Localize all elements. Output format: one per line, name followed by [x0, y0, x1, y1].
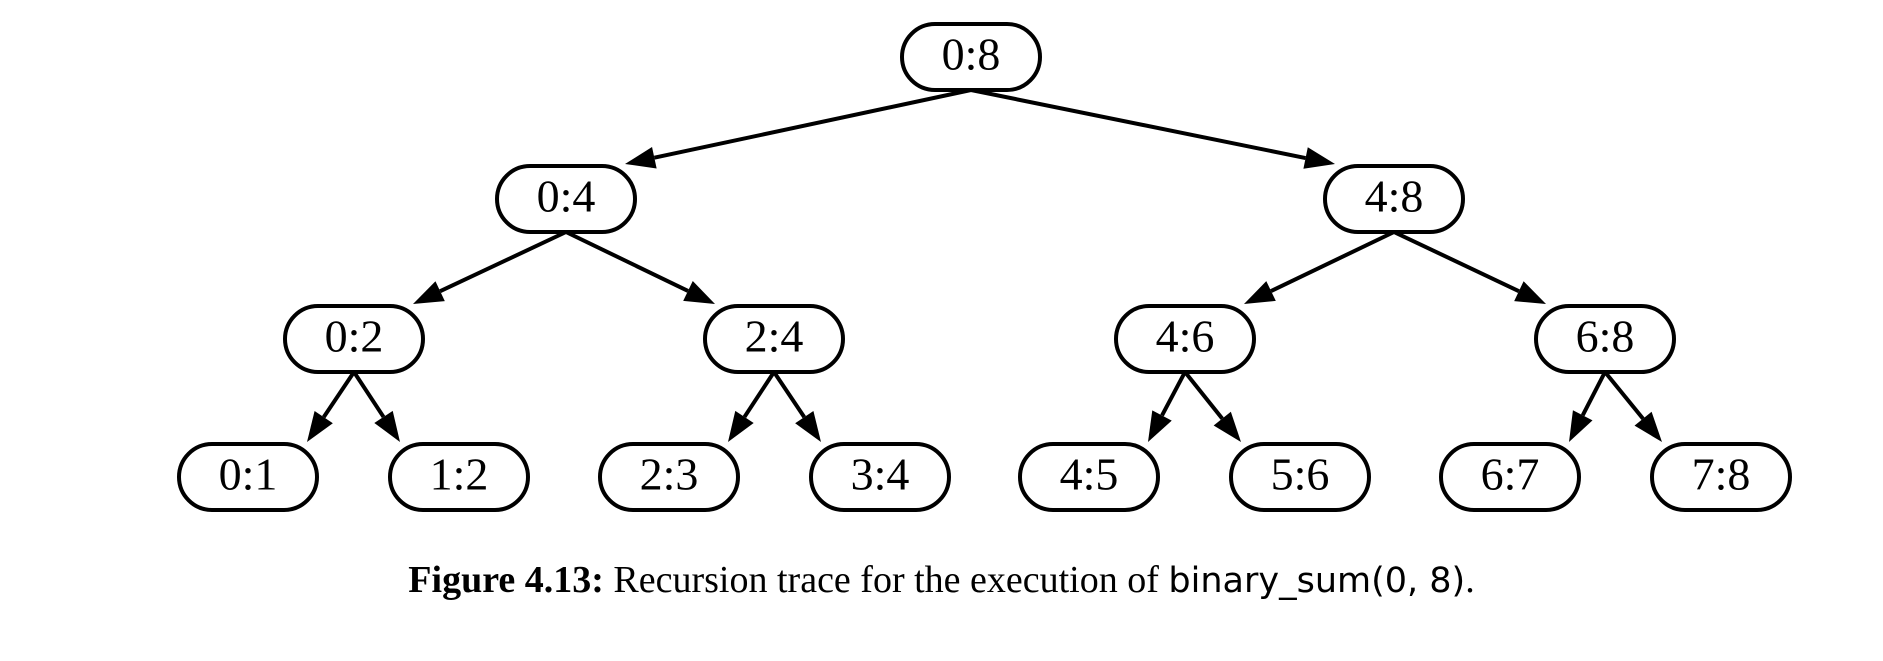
tree-node-label: 0:8	[942, 29, 1001, 80]
tree-node-0-4: 0:4	[495, 164, 637, 234]
tree-node-label: 2:3	[640, 449, 699, 500]
tree-edge	[772, 370, 806, 419]
tree-node-label: 4:5	[1060, 449, 1119, 500]
tree-node-0-1: 0:1	[177, 442, 319, 512]
tree-node-shape	[1439, 442, 1581, 512]
figure-number: Figure 4.13:	[408, 559, 604, 601]
tree-node-label: 6:8	[1576, 311, 1635, 362]
tree-node-label: 4:8	[1365, 171, 1424, 222]
tree-node-label: 2:4	[745, 311, 804, 362]
tree-node-label: 7:8	[1692, 449, 1751, 500]
tree-node-0-2: 0:2	[283, 304, 425, 374]
tree-edge-arrowhead	[795, 410, 821, 442]
caption-text-before: Recursion trace for the execution of	[603, 559, 1169, 601]
tree-node-4-8: 4:8	[1323, 164, 1465, 234]
tree-node-shape	[495, 164, 637, 234]
tree-edge-arrowhead	[1514, 281, 1546, 304]
tree-node-6-8: 6:8	[1534, 304, 1676, 374]
tree-node-label: 0:4	[537, 171, 596, 222]
tree-node-shape	[1114, 304, 1256, 374]
tree-edge	[352, 370, 386, 419]
tree-node-4-6: 4:6	[1114, 304, 1256, 374]
tree-edge	[1580, 371, 1607, 417]
tree-edge	[439, 230, 567, 294]
tree-edge-arrowhead	[683, 281, 715, 304]
tree-node-4-5: 4:5	[1018, 442, 1160, 512]
tree-node-3-4: 3:4	[809, 442, 951, 512]
recursion-tree-diagram: 0:8 0:4 4:8 0:2 2:4 4:6 6:8 0:1 1:2 2:3 3:4 4:5 5:6 6…	[177, 22, 1792, 512]
tree-node-shape	[1323, 164, 1465, 234]
tree-node-2-4: 2:4	[703, 304, 845, 374]
tree-node-shape	[283, 304, 425, 374]
tree-edge	[1183, 370, 1224, 420]
tree-edge	[1603, 370, 1645, 420]
tree-edge	[322, 370, 356, 419]
tree-edge-arrowhead	[1244, 281, 1276, 304]
tree-node-label: 6:7	[1481, 449, 1540, 500]
tree-node-label: 4:6	[1156, 311, 1215, 362]
tree-edge	[1393, 230, 1520, 293]
tree-edges-layer	[307, 88, 1662, 442]
tree-node-shape	[1018, 442, 1160, 512]
tree-node-0-8: 0:8	[900, 22, 1042, 92]
tree-node-shape	[1534, 304, 1676, 374]
tree-node-shape	[809, 442, 951, 512]
tree-edge	[1160, 371, 1187, 417]
tree-edge	[970, 88, 1306, 160]
tree-node-label: 5:6	[1271, 449, 1330, 500]
tree-node-label: 3:4	[851, 449, 910, 500]
figure-caption: Figure 4.13: Recursion trace for the exe…	[0, 556, 1883, 605]
tree-node-2-3: 2:3	[598, 442, 740, 512]
tree-edge	[653, 88, 972, 160]
tree-node-shape	[703, 304, 845, 374]
tree-node-shape	[1650, 442, 1792, 512]
tree-edge-arrowhead	[307, 410, 333, 442]
tree-node-shape	[900, 22, 1042, 92]
tree-edge-arrowhead	[374, 410, 400, 442]
tree-edge-arrowhead	[625, 146, 657, 169]
tree-node-1-2: 1:2	[388, 442, 530, 512]
caption-text-after: .	[1465, 559, 1475, 601]
tree-node-label: 0:1	[219, 449, 278, 500]
tree-node-label: 0:2	[325, 311, 384, 362]
tree-edge-arrowhead	[1303, 147, 1335, 169]
tree-nodes-layer: 0:8 0:4 4:8 0:2 2:4 4:6 6:8 0:1 1:2 2:3 3:4 4:5 5:6 6…	[177, 22, 1792, 512]
tree-node-shape	[598, 442, 740, 512]
tree-node-5-6: 5:6	[1229, 442, 1371, 512]
tree-edge-arrowhead	[1213, 411, 1241, 442]
tree-node-7-8: 7:8	[1650, 442, 1792, 512]
tree-edge-arrowhead	[728, 410, 754, 442]
tree-edge	[1270, 230, 1395, 293]
tree-edge-arrowhead	[413, 281, 445, 304]
caption-function-name: binary_sum(0, 8)	[1168, 561, 1466, 601]
tree-edge-arrowhead	[1634, 411, 1662, 442]
tree-node-shape	[1229, 442, 1371, 512]
tree-node-shape	[177, 442, 319, 512]
tree-node-6-7: 6:7	[1439, 442, 1581, 512]
tree-edge	[565, 230, 689, 293]
tree-edge-arrowhead	[1569, 410, 1593, 442]
tree-node-shape	[388, 442, 530, 512]
tree-edge	[742, 370, 776, 419]
tree-edge-arrowhead	[1148, 410, 1172, 442]
tree-node-label: 1:2	[430, 449, 489, 500]
